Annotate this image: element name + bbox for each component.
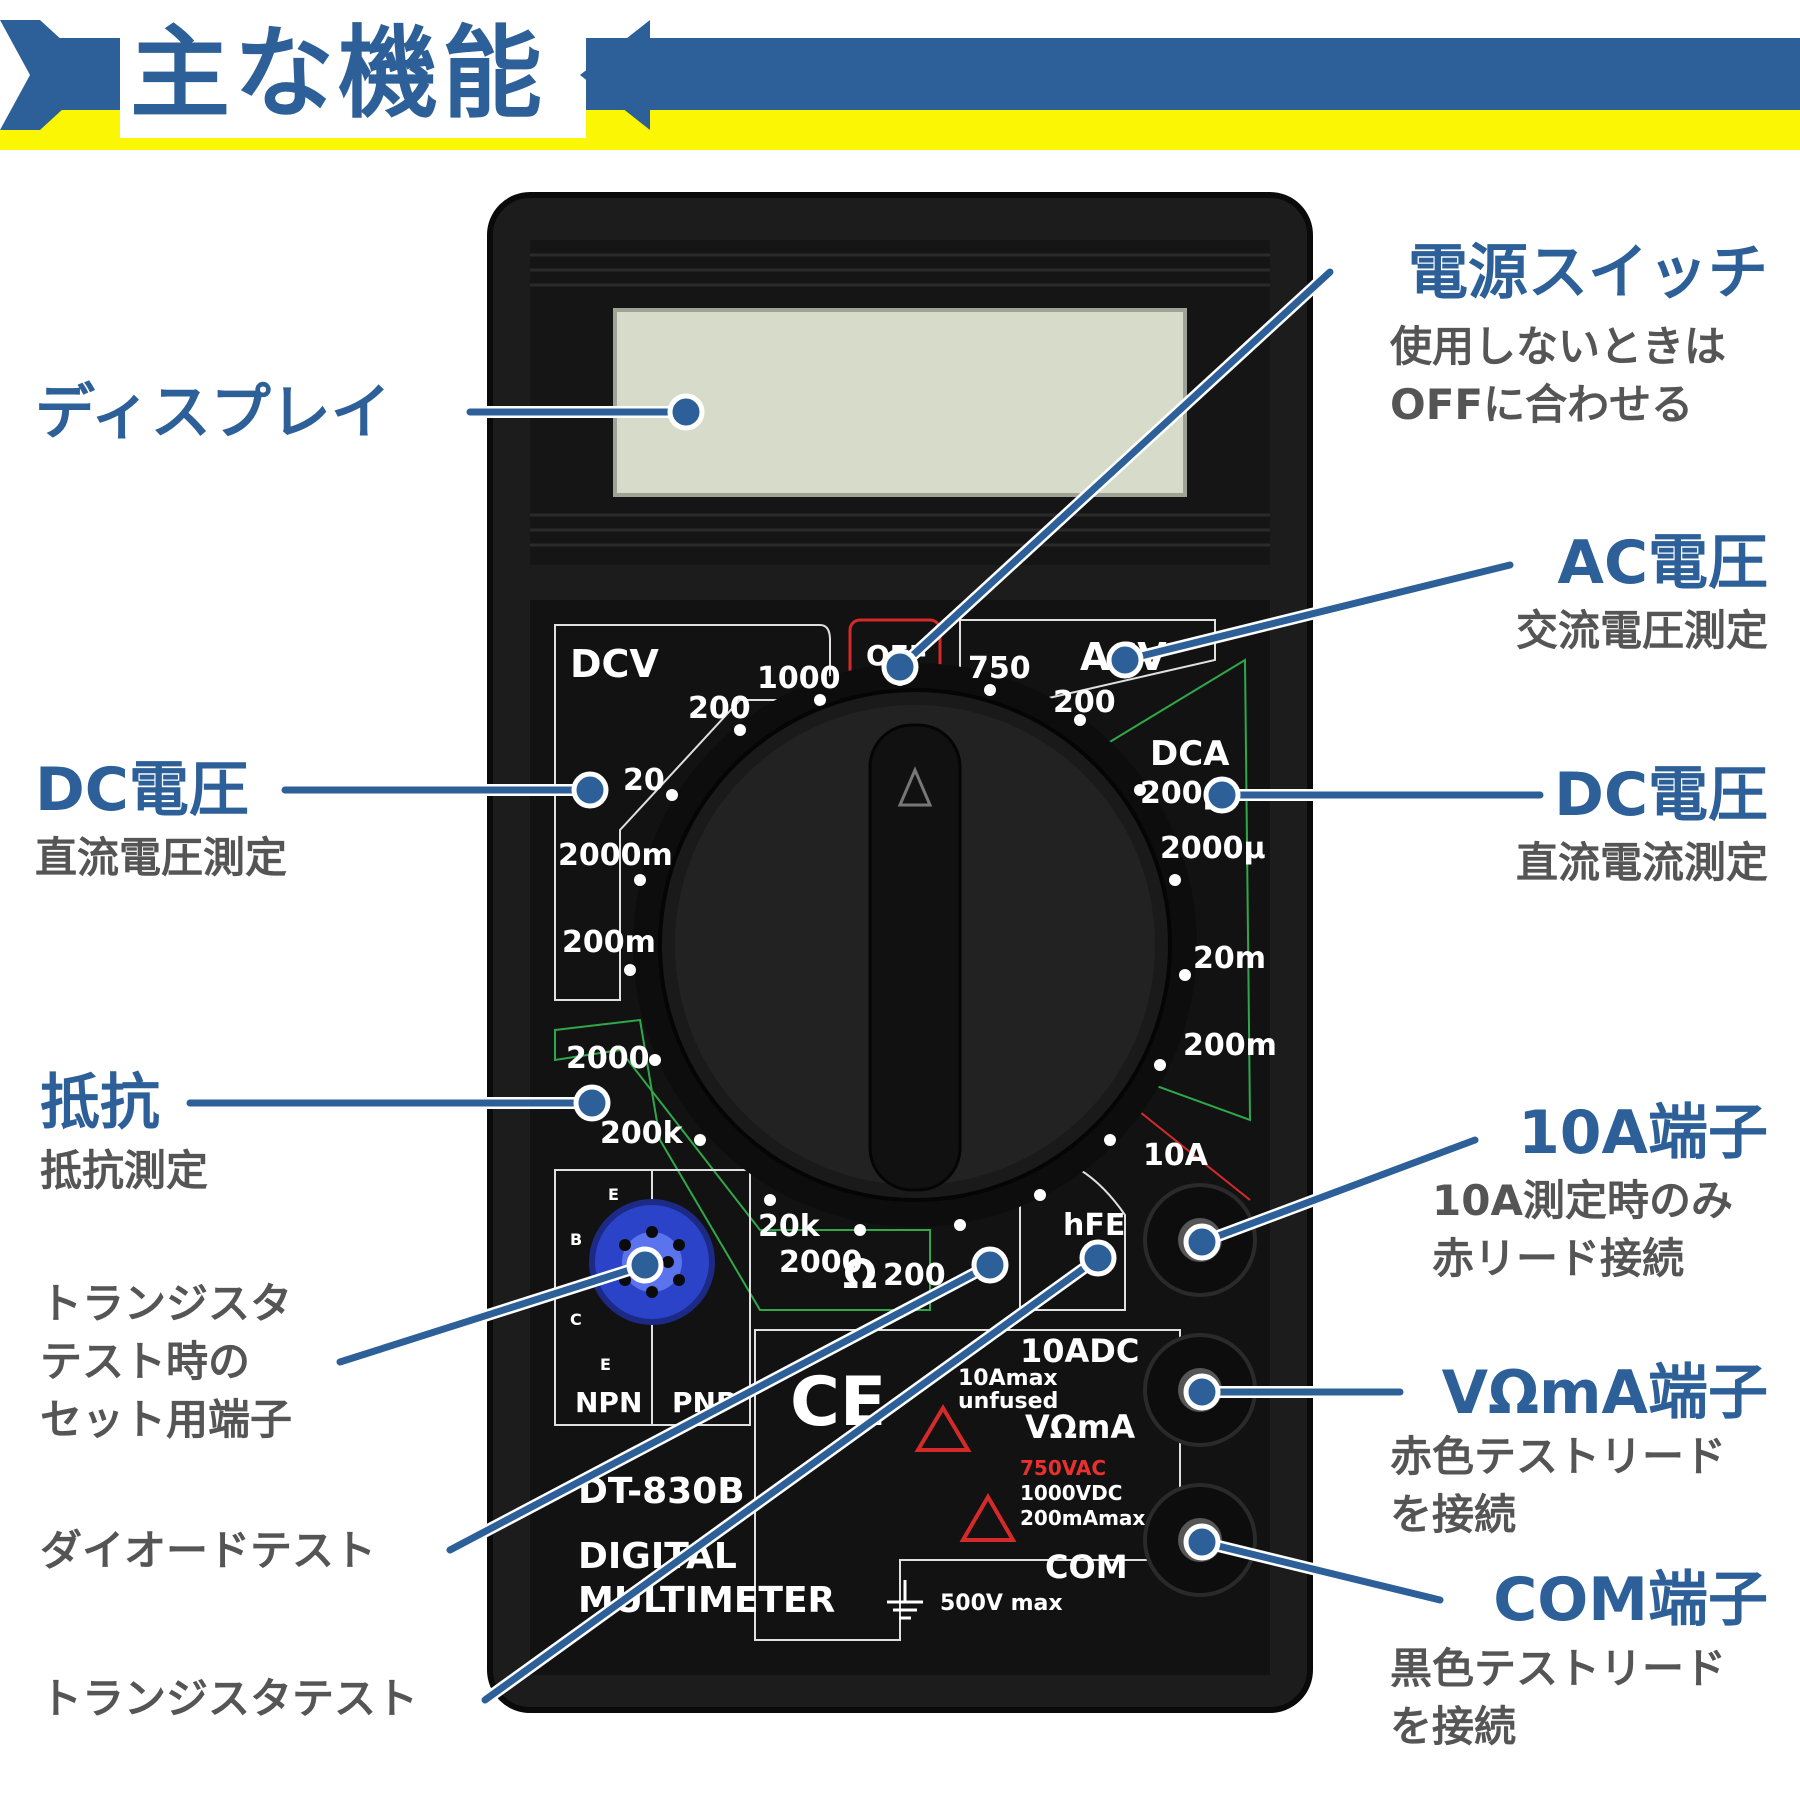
terminal-200mamax-label: 200mAmax (1020, 1506, 1145, 1530)
ohm-range-2000: 2000 (566, 1041, 650, 1076)
terminal-vma-label: VΩmA (1025, 1408, 1135, 1446)
dcv-range-200: 200 (688, 691, 751, 726)
callout-dc-current-desc: 直流電流測定 (1515, 838, 1768, 887)
arrow-left-icon (580, 20, 650, 130)
dcv-range-1000: 1000 (757, 661, 841, 696)
terminal-1000vdc-label: 1000VDC (1020, 1481, 1122, 1505)
callout-display-title: ディスプレイ (35, 378, 391, 448)
ground-icon (887, 1580, 923, 1620)
dial-pointer-icon (897, 766, 933, 807)
socket-pin-e: E (608, 1185, 619, 1204)
callout-ac-voltage-title: AC電圧 (1557, 528, 1768, 598)
dca-label: DCA (1150, 734, 1230, 774)
dca-range-200m: 200m (1183, 1028, 1277, 1063)
callout-transistor-test-desc: トランジスタテスト (40, 1674, 419, 1723)
dca-range-10a: 10A (1143, 1138, 1209, 1173)
dcv-label: DCV (570, 642, 659, 686)
dial-knob (868, 723, 962, 1192)
callout-com-desc: 黒色テストリード を接続 (1390, 1644, 1727, 1751)
npn-label: NPN (575, 1386, 642, 1419)
terminal-10adc-label: 10ADC (1020, 1332, 1139, 1370)
dcv-range-20: 20 (623, 763, 665, 798)
ohm-range-200k: 200k (600, 1116, 684, 1151)
warning-icon (914, 1404, 1017, 1542)
callout-transistor-socket-desc: トランジスタ テスト時の セット用端子 (40, 1279, 293, 1444)
callout-10a-desc: 10A測定時のみ 赤リード接続 (1432, 1176, 1733, 1283)
page-title: 主な機能 (120, 10, 586, 138)
dcv-range-2000m: 2000m (558, 838, 673, 873)
callout-com-title: COM端子 (1493, 1565, 1768, 1635)
callout-power-switch-title: 電源スイッチ (1408, 238, 1768, 308)
socket-pin-c: C (570, 1310, 582, 1329)
callout-vma-desc: 赤色テストリード を接続 (1390, 1432, 1727, 1539)
callout-dots (571, 393, 1241, 1561)
ohm-symbol: Ω (843, 1252, 877, 1298)
arrow-right-icon (0, 20, 100, 130)
dca-range-20m: 20m (1193, 941, 1266, 976)
callout-ac-voltage-desc: 交流電圧測定 (1515, 606, 1768, 655)
callout-dc-voltage-desc: 直流電圧測定 (35, 833, 288, 882)
socket-pin-b: B (570, 1230, 582, 1249)
ohm-range-2000-low: 2000 (779, 1245, 863, 1280)
callout-vma-title: VΩmA端子 (1441, 1358, 1768, 1428)
dca-range-2000u: 2000μ (1160, 831, 1266, 866)
callout-resistance-desc: 抵抗測定 (40, 1146, 209, 1195)
terminal-unfused-label: unfused (958, 1389, 1058, 1414)
rotary-dial (624, 663, 1197, 1236)
hfe-label: hFE (1063, 1208, 1125, 1243)
model-label: DT-830B (578, 1471, 745, 1512)
dcv-range-200m: 200m (562, 925, 656, 960)
ce-mark: CE (790, 1363, 886, 1442)
callout-lines (186, 268, 1544, 1704)
terminal-500v-label: 500V max (940, 1591, 1063, 1616)
socket-pin-e2: E (600, 1355, 611, 1374)
terminal-com-label: COM (1045, 1548, 1128, 1586)
ohm-range-20k: 20k (758, 1209, 821, 1244)
callout-resistance-title: 抵抗 (40, 1068, 160, 1138)
callout-power-switch-desc: 使用しないときは OFFに合わせる (1390, 322, 1727, 429)
terminal-750vac-label: 750VAC (1020, 1456, 1106, 1480)
terminal-10amax-label: 10Amax (958, 1366, 1058, 1391)
callout-dc-voltage-title: DC電圧 (35, 755, 249, 825)
callout-dc-current-title: DC電圧 (1554, 760, 1768, 830)
acv-range-200: 200 (1053, 685, 1116, 720)
callout-10a-title: 10A端子 (1518, 1098, 1768, 1168)
acv-range-750: 750 (968, 651, 1031, 686)
callout-diode-test-desc: ダイオードテスト (40, 1526, 377, 1575)
